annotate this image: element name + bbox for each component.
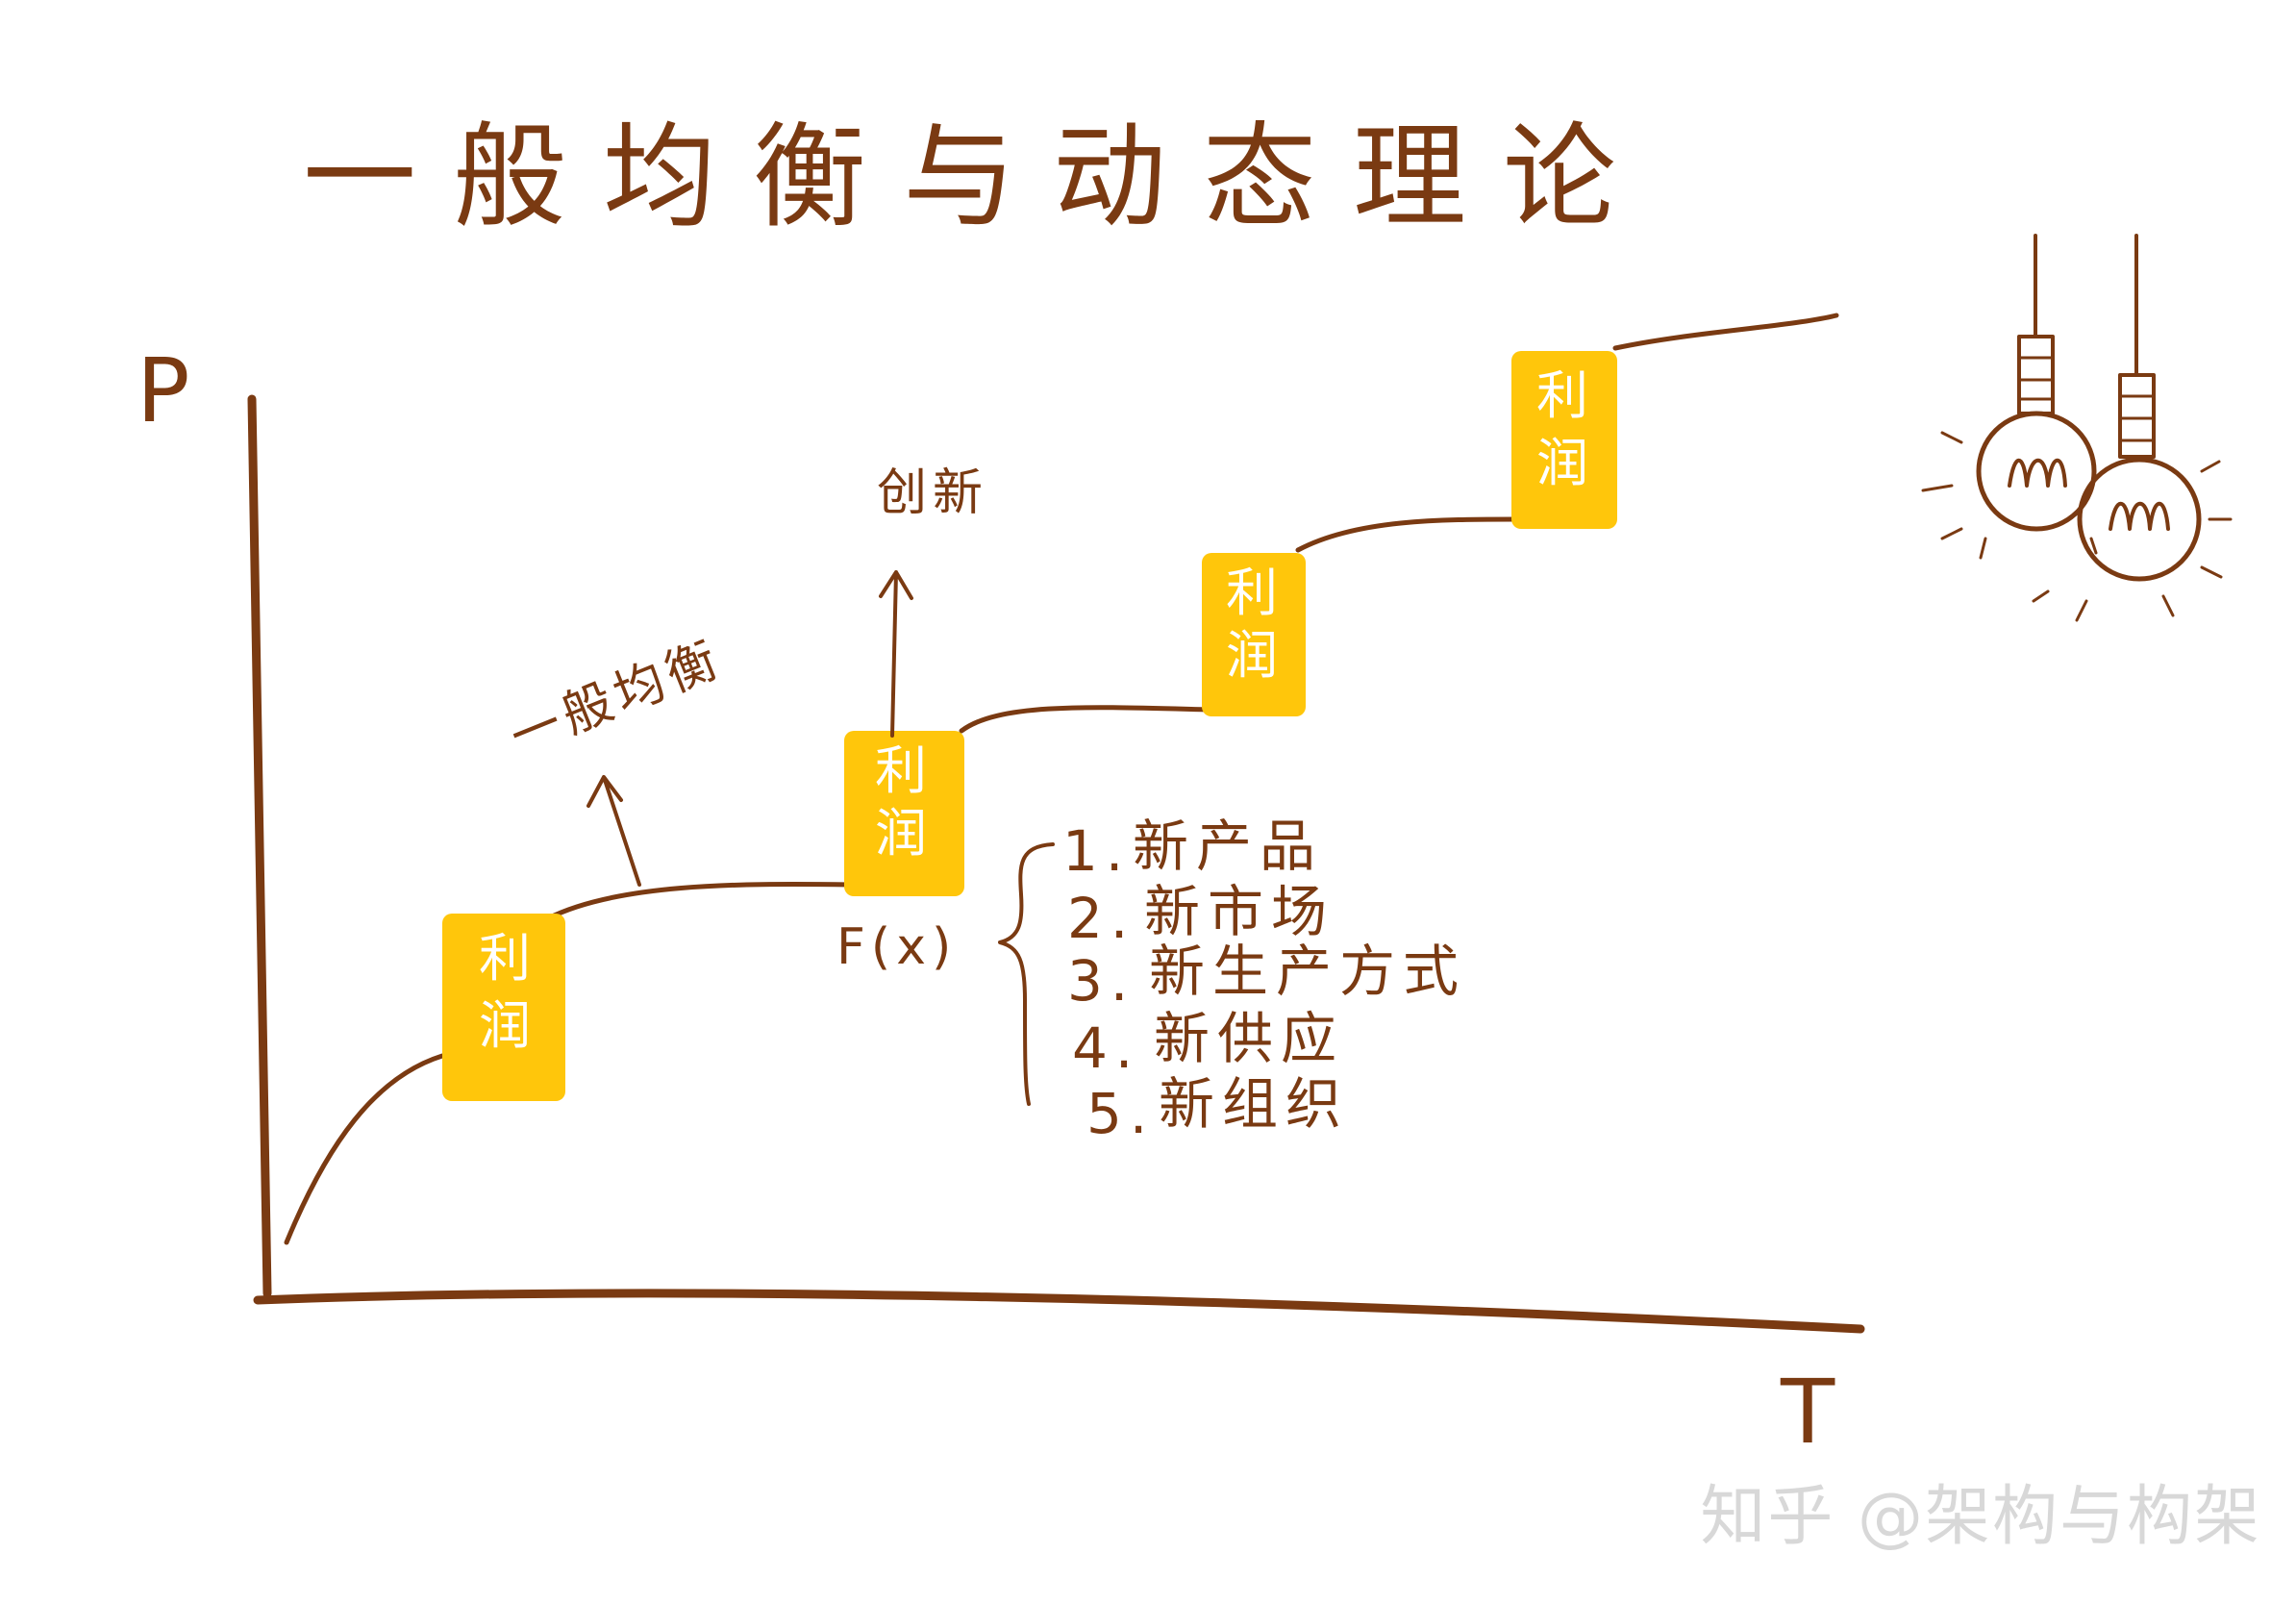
curve-segment-4 [1295, 516, 1517, 553]
profit-box-char: 利 [479, 928, 531, 989]
innovation-annotation: 创新 [877, 464, 988, 738]
profit-box-bg [442, 914, 565, 1101]
list-item-number: 2. [1067, 886, 1136, 951]
list-item: 4. 新供应 [1072, 1006, 1344, 1081]
watermark: 知乎 @架构与构架 [1700, 1479, 2261, 1555]
equilibrium-label: 一般均衡 [502, 630, 731, 767]
profit-box-char: 润 [479, 995, 531, 1056]
list-item: 1. 新产品 [1062, 814, 1323, 884]
list-item: 2. 新市场 [1067, 879, 1335, 951]
profit-box-bg [1202, 553, 1306, 716]
list-item-text: 新生产方式 [1149, 939, 1466, 1004]
list-item-number: 1. [1062, 818, 1131, 884]
innovation-list: 1. 新产品 2. 新市场 3. 新生产方式 4. 新供应 5. 新组织 [1062, 814, 1466, 1146]
list-item-text: 新市场 [1144, 879, 1335, 944]
lightbulb-icon [1921, 234, 2098, 560]
list-item: 3. 新生产方式 [1067, 939, 1466, 1014]
curve-segment-3 [959, 705, 1214, 734]
profit-box-char: 利 [1226, 563, 1278, 623]
profit-box-bg [1511, 351, 1617, 529]
list-item: 5. 新组织 [1086, 1071, 1349, 1146]
curve-segment-2 [545, 881, 854, 921]
list-item-text: 新组织 [1159, 1071, 1349, 1137]
profit-box: 利 润 [1511, 351, 1617, 529]
list-brace [998, 842, 1055, 1106]
x-axis [253, 1289, 1865, 1334]
list-item-number: 5. [1086, 1081, 1155, 1146]
y-axis [247, 394, 272, 1298]
function-label: F(x) [836, 918, 957, 976]
lightbulb-icon [2032, 234, 2233, 622]
profit-box: 利 润 [1202, 553, 1306, 716]
profit-box-char: 利 [875, 740, 927, 801]
profit-box: 利 润 [844, 731, 964, 896]
equilibrium-arrow [586, 775, 641, 887]
list-item-number: 4. [1072, 1015, 1140, 1081]
list-item-text: 新供应 [1154, 1006, 1344, 1071]
curve-segment-5 [1612, 313, 1839, 351]
y-axis-label: P [137, 339, 189, 442]
equilibrium-annotation: 一般均衡 [502, 630, 731, 887]
diagram-title: 一般均衡与动态理论 [303, 111, 1653, 243]
profit-box-char: 利 [1536, 365, 1588, 426]
profit-box-char: 润 [875, 803, 927, 864]
profit-box-char: 润 [1226, 625, 1278, 686]
innovation-label: 创新 [877, 464, 988, 522]
growth-curve [284, 313, 1839, 1245]
innovation-arrow [879, 570, 913, 738]
list-item-text: 新产品 [1133, 814, 1323, 879]
profit-box-bg [844, 731, 964, 896]
x-axis-label: T [1780, 1361, 1835, 1464]
profit-box: 利 润 [442, 914, 565, 1101]
profit-box-char: 润 [1536, 433, 1588, 493]
list-item-number: 3. [1067, 948, 1136, 1014]
axes: P T [137, 339, 1865, 1464]
curve-segment-1 [284, 1053, 445, 1245]
